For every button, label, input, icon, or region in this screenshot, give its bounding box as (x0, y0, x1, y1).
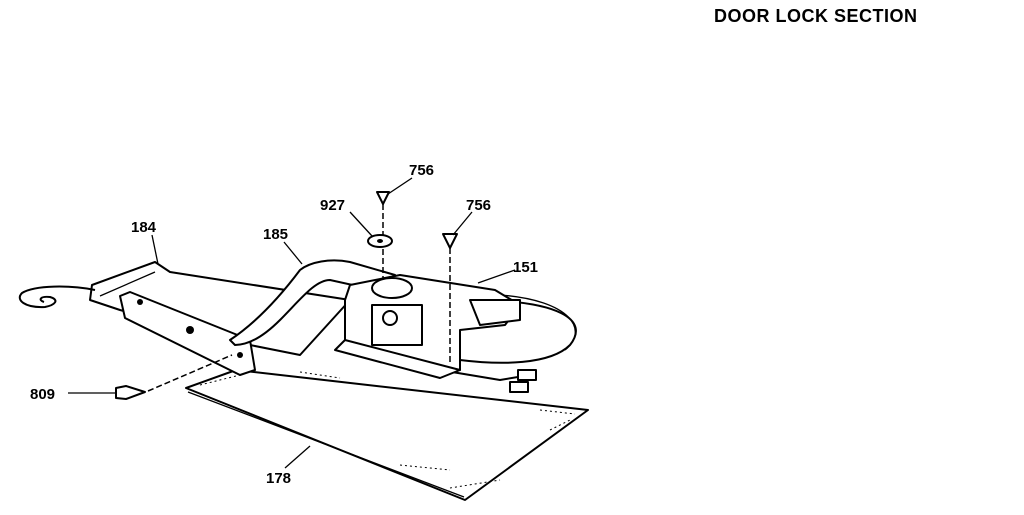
hook (18, 285, 96, 309)
callout-151: 151 (513, 259, 538, 276)
part-151-motor-assembly (334, 274, 521, 379)
callout-927: 927 (320, 197, 345, 214)
screw-756-right (442, 233, 458, 249)
callout-756-right: 756 (466, 197, 491, 214)
screw-809 (115, 385, 146, 400)
section-title: DOOR LOCK SECTION (714, 6, 918, 26)
leader-lines (68, 177, 516, 469)
part-184-bracket (89, 261, 351, 376)
callout-809: 809 (30, 386, 55, 403)
callout-185: 185 (263, 226, 288, 243)
callout-178: 178 (266, 470, 291, 487)
callout-184: 184 (131, 219, 157, 236)
callout-756-top: 756 (409, 162, 434, 179)
wire-harness (439, 294, 577, 393)
part-178-pad (185, 369, 589, 501)
fasteners (115, 191, 458, 400)
screw-756-top (376, 191, 390, 205)
